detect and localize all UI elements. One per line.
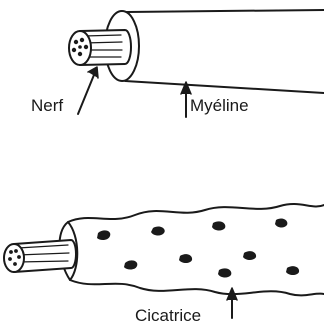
arrow-cicatrice — [227, 288, 237, 318]
scar-blotch — [243, 251, 256, 260]
myelin-sheath-bottom-edge — [125, 81, 324, 93]
scarred-sheath-bottom-edge — [70, 280, 324, 295]
scar-blotch — [275, 219, 287, 228]
arrow-nerf — [78, 67, 98, 114]
label-cicatrice: Cicatrice — [135, 307, 201, 324]
damaged-nerve — [4, 204, 324, 295]
scar-blotch — [218, 268, 231, 277]
label-myeline: Myéline — [190, 97, 249, 114]
myelin-sheath-top-edge — [122, 10, 324, 12]
scar-blotch — [212, 221, 225, 230]
healthy-nerve — [69, 10, 324, 93]
scar-blotch — [151, 227, 165, 236]
label-nerf: Nerf — [31, 97, 63, 114]
scar-blotch — [97, 230, 110, 240]
scar-blotch — [124, 260, 137, 269]
nerve-end-face-bottom — [4, 244, 24, 272]
scar-blotch — [286, 266, 299, 275]
scar-blotch — [179, 254, 192, 263]
scar-marks — [97, 219, 299, 278]
scarred-sheath-top-edge — [68, 204, 324, 222]
